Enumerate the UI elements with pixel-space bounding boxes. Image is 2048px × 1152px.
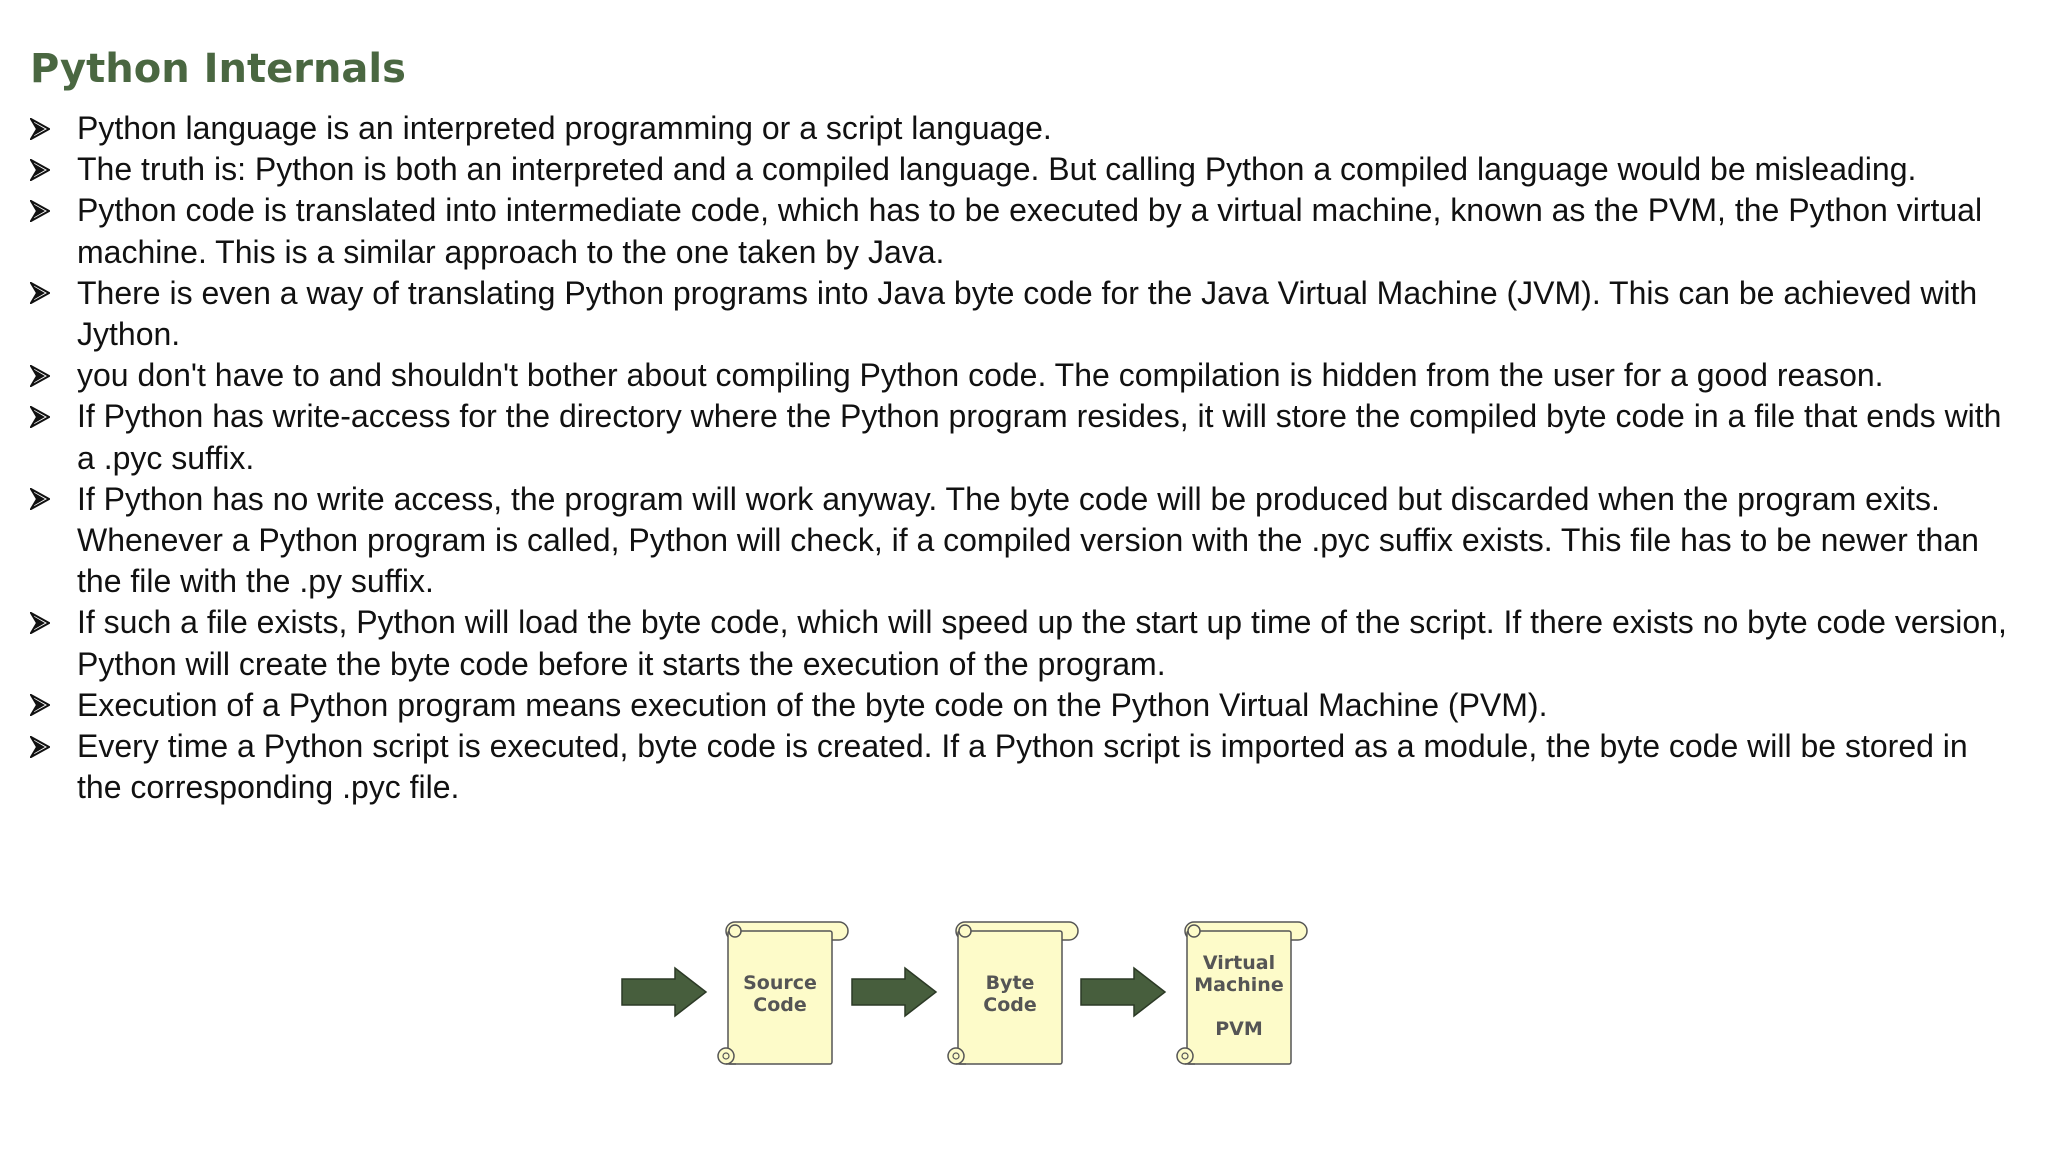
bullet-text: If Python has no write access, the progr… — [77, 480, 1940, 517]
arrowhead-bullet-icon — [30, 396, 54, 437]
arrowhead-bullet-icon — [30, 355, 54, 396]
bullet-text: Python code is translated into intermedi… — [77, 192, 1983, 270]
arrowhead-bullet-icon — [30, 685, 54, 726]
scroll-bottom-curl — [717, 1047, 735, 1065]
arrowhead-bullet-icon — [30, 190, 54, 231]
bullet-text: The truth is: Python is both an interpre… — [77, 151, 1917, 188]
arrowhead-bullet-icon — [30, 479, 54, 520]
bullet-item: Whenever a Python program is called, Pyt… — [30, 520, 2020, 602]
bullet-item: Execution of a Python program means exec… — [30, 685, 2020, 726]
scroll-curl — [1187, 924, 1201, 938]
scroll-label: Code — [983, 994, 1036, 1016]
arrowhead-bullet-icon — [30, 602, 54, 643]
right-arrow-icon — [621, 966, 708, 1018]
scroll-curl-inner — [722, 1052, 730, 1060]
arrowhead-bullet-icon — [30, 726, 54, 767]
bullet-item: Every time a Python script is executed, … — [30, 726, 2020, 808]
scroll-bottom-curl — [1176, 1047, 1194, 1065]
bullet-item: Python code is translated into intermedi… — [30, 190, 2020, 272]
slide-title: Python Internals — [30, 46, 406, 92]
right-arrow-icon — [851, 966, 938, 1018]
scroll-bottom-curl — [947, 1047, 965, 1065]
scroll-label: Source — [743, 972, 817, 994]
bullet-item: The truth is: Python is both an interpre… — [30, 149, 2020, 190]
bullet-text: you don't have to and shouldn't bother a… — [77, 357, 1884, 394]
bullet-item: you don't have to and shouldn't bother a… — [30, 355, 2020, 396]
bullet-item: If Python has no write access, the progr… — [30, 479, 2020, 520]
bullet-text: Execution of a Python program means exec… — [77, 686, 1548, 723]
right-arrow-icon — [1080, 966, 1167, 1018]
bullet-item: Python language is an interpreted progra… — [30, 108, 2020, 149]
scroll-curl — [728, 924, 742, 938]
bullet-list: Python language is an interpreted progra… — [30, 108, 2020, 808]
scroll-label: Virtual — [1203, 952, 1275, 974]
bullet-text: Every time a Python script is executed, … — [77, 728, 1968, 806]
scroll-top-roll — [725, 921, 849, 941]
bullet-item: If such a file exists, Python will load … — [30, 602, 2020, 684]
bullet-text: If Python has write-access for the direc… — [77, 398, 2002, 476]
scroll-curl-inner — [1181, 1052, 1189, 1060]
scroll-icon — [1186, 930, 1292, 1065]
scroll-label: Code — [753, 994, 806, 1016]
bullet-item: If Python has write-access for the direc… — [30, 396, 2020, 478]
arrowhead-bullet-icon — [30, 149, 54, 190]
bullet-text: There is even a way of translating Pytho… — [77, 274, 1978, 353]
scroll-top-roll — [1184, 921, 1308, 941]
scroll-curl — [958, 924, 972, 938]
scroll-icon — [957, 930, 1063, 1065]
scroll-label: Byte — [986, 972, 1035, 994]
scroll-top-roll — [955, 921, 1079, 941]
arrowhead-bullet-icon — [30, 273, 54, 314]
arrowhead-bullet-icon — [30, 108, 54, 149]
scroll-curl-inner — [952, 1052, 960, 1060]
scroll-label: PVM — [1215, 1018, 1263, 1040]
bullet-item: There is even a way of translating Pytho… — [30, 273, 2020, 355]
bullet-text: Python language is an interpreted progra… — [77, 110, 1052, 146]
bullet-text: If such a file exists, Python will load … — [77, 604, 2007, 682]
scroll-label: Machine — [1194, 974, 1283, 996]
bullet-text: Whenever a Python program is called, Pyt… — [77, 522, 1979, 600]
scroll-icon — [727, 930, 833, 1065]
